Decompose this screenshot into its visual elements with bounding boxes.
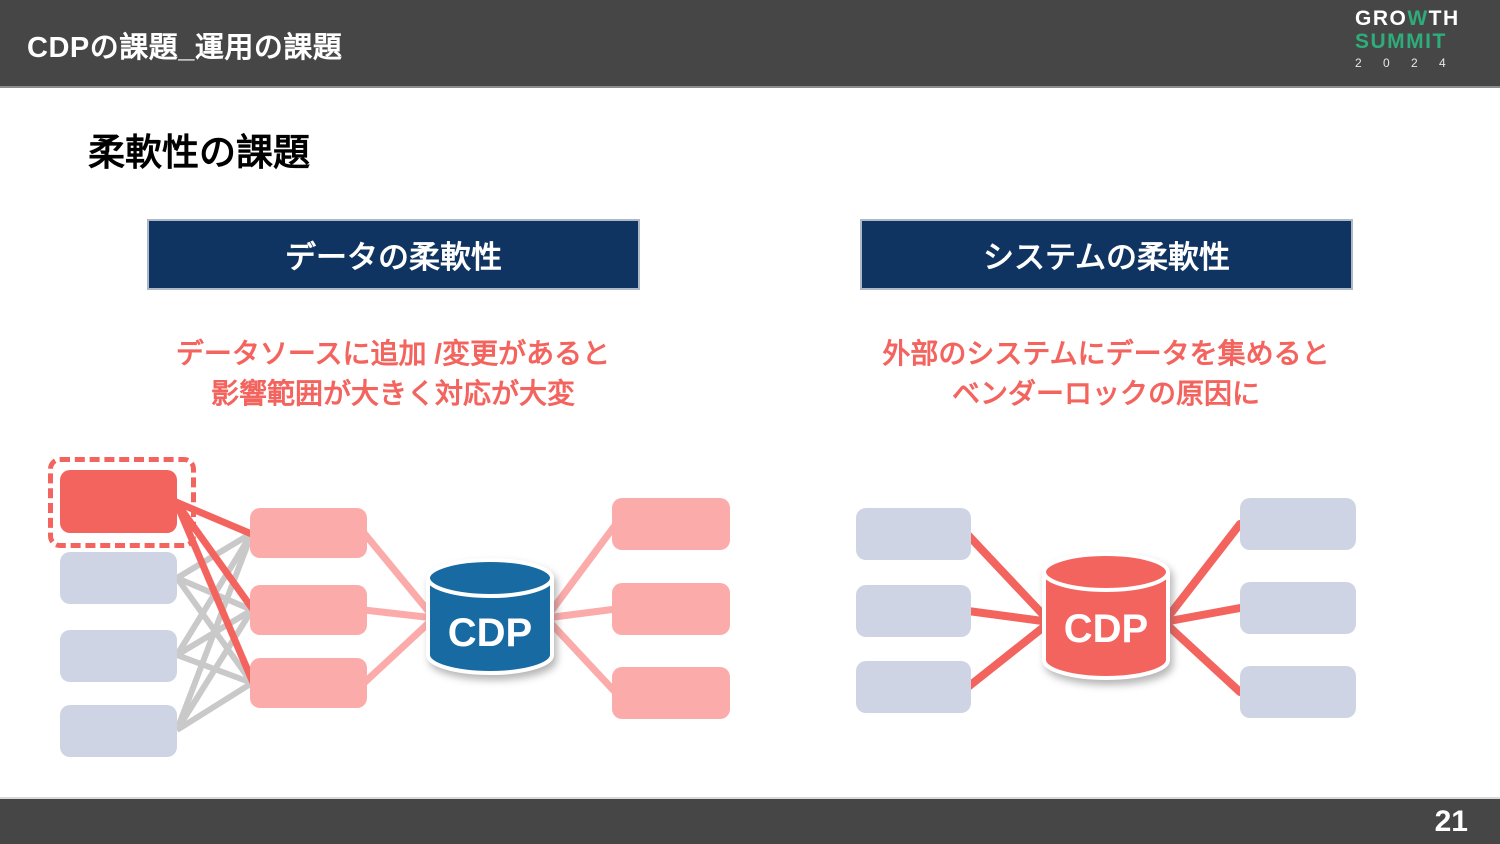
description-line: 影響範囲が大きく対応が大変 bbox=[210, 377, 575, 409]
logo-growth-pre: GRO bbox=[1355, 7, 1408, 30]
external-system-box bbox=[856, 585, 971, 637]
inbound-arrow-lines bbox=[964, 531, 1054, 691]
cdp-label: CDP bbox=[448, 611, 532, 655]
destination-box bbox=[612, 498, 730, 550]
logo-growth-w: W bbox=[1407, 7, 1429, 30]
banner-data-flexibility-label: データの柔軟性 bbox=[285, 240, 502, 275]
cdp-cylinder-red: CDP bbox=[1042, 552, 1170, 680]
banner-system-flexibility: システムの柔軟性 bbox=[860, 219, 1353, 290]
external-system-box bbox=[856, 661, 971, 713]
inbound-arrow-lines-right bbox=[1160, 520, 1244, 696]
diagram-lines-layer: CDP bbox=[172, 498, 620, 733]
data-flexibility-diagram: CDP bbox=[40, 450, 760, 780]
description-line: データソースに追加 /変更があると bbox=[175, 338, 611, 369]
external-system-box bbox=[1240, 498, 1356, 550]
header-bar: CDPの課題_運用の課題 GROWTH SUMMIT 2 0 2 4 bbox=[0, 0, 1500, 88]
transform-box bbox=[250, 658, 367, 708]
cdp-cylinder-blue: CDP bbox=[426, 558, 554, 675]
new-data-source-box bbox=[60, 470, 177, 533]
page-number: 21 bbox=[1434, 805, 1468, 838]
external-system-box bbox=[1240, 582, 1356, 634]
many-to-many-lines bbox=[174, 530, 255, 733]
destination-box bbox=[612, 667, 730, 719]
destination-box bbox=[612, 583, 730, 635]
external-system-box bbox=[1240, 666, 1356, 718]
logo-summit: SUMMIT bbox=[1355, 29, 1447, 53]
cdp-output-lines bbox=[542, 520, 620, 697]
footer-bar: 21 bbox=[0, 797, 1500, 844]
diagram-lines-layer: CDP bbox=[964, 520, 1244, 696]
logo-growth-post: TH bbox=[1428, 7, 1460, 30]
description-data-flexibility: データソースに追加 /変更があると 影響範囲が大きく対応が大変 bbox=[63, 334, 723, 414]
description-system-flexibility: 外部のシステムにデータを集めると ベンダーロックの原因に bbox=[776, 334, 1436, 414]
impact-lines-from-new-source bbox=[172, 498, 258, 689]
logo-growth: GROWTH bbox=[1355, 7, 1460, 31]
description-line: ベンダーロックの原因に bbox=[951, 377, 1260, 409]
external-system-box bbox=[856, 508, 971, 560]
slide-title: CDPの課題_運用の課題 bbox=[27, 32, 343, 64]
transform-box bbox=[250, 508, 367, 558]
logo-year: 2 0 2 4 bbox=[1355, 56, 1455, 71]
data-source-box bbox=[60, 630, 177, 682]
growth-summit-logo: GROWTH SUMMIT 2 0 2 4 bbox=[1355, 7, 1460, 71]
slide-heading: 柔軟性の課題 bbox=[88, 132, 310, 173]
system-flexibility-diagram: CDP bbox=[840, 450, 1400, 780]
new-source-highlight-outline bbox=[48, 457, 196, 548]
cdp-input-lines bbox=[360, 529, 438, 687]
banner-system-flexibility-label: システムの柔軟性 bbox=[982, 240, 1231, 275]
data-source-box bbox=[60, 552, 177, 604]
transform-box bbox=[250, 585, 367, 635]
description-line: 外部のシステムにデータを集めると bbox=[882, 338, 1330, 369]
cdp-label: CDP bbox=[1064, 607, 1148, 651]
data-source-box bbox=[60, 705, 177, 757]
banner-data-flexibility: データの柔軟性 bbox=[147, 219, 640, 290]
